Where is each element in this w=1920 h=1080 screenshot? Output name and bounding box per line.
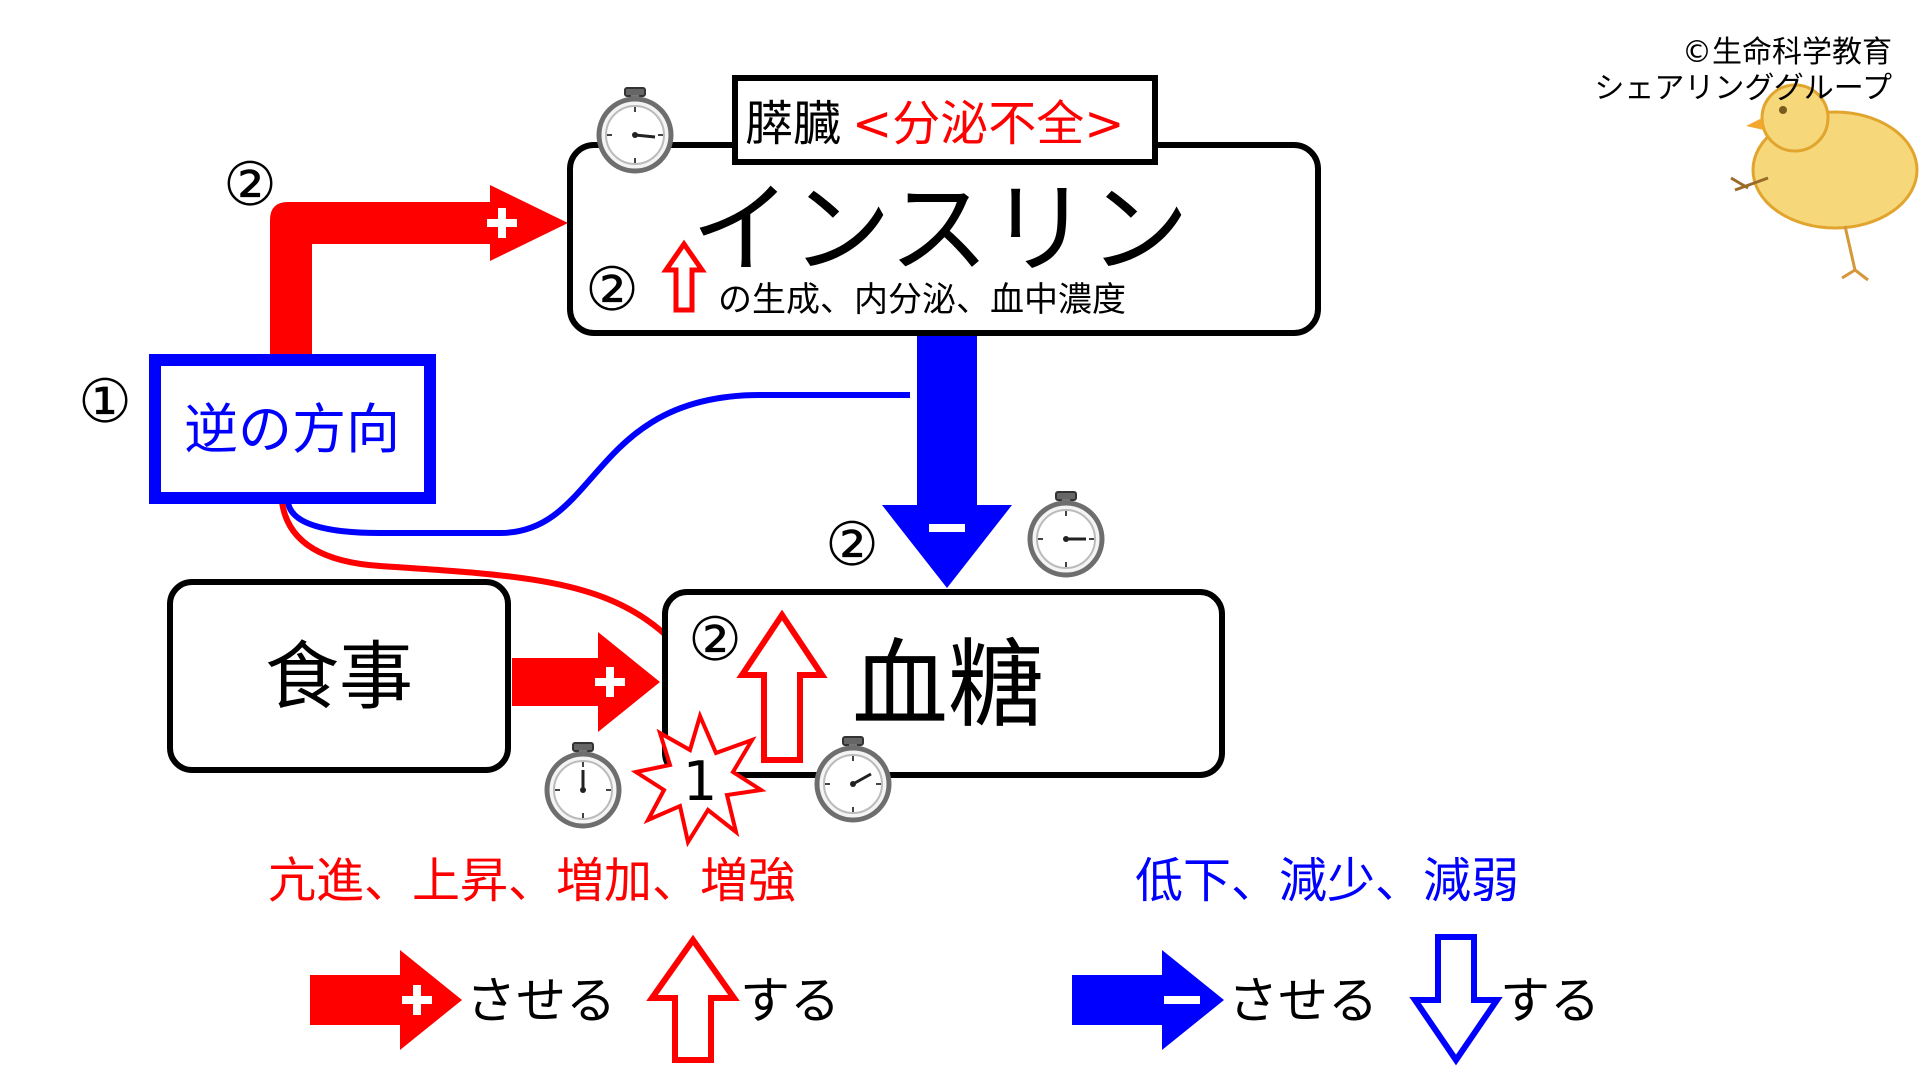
positive-arrow-meal-to-glucose (512, 632, 660, 732)
plus-icon (487, 208, 517, 238)
minus-icon (1164, 996, 1200, 1004)
reverse-direction-box (149, 354, 436, 504)
reverse-box-marker: ① (78, 367, 132, 437)
reverse-box-label: 逆の方向 (184, 398, 400, 461)
legend-decrease-arrow-icon (1409, 934, 1503, 1066)
red-effect-words: 亢進、上昇、増加、増強 (268, 853, 796, 909)
blue-feedback-curve (285, 392, 910, 536)
glucose-marker: ② (688, 605, 742, 675)
insulin-title: インスリン (691, 171, 1189, 288)
stopwatch-icon (599, 88, 671, 171)
chick-illustration (1730, 83, 1919, 282)
stopwatch-icon (1030, 492, 1102, 575)
explosion-icon (630, 710, 767, 848)
small-increase-arrow-icon (661, 239, 707, 313)
minus-icon (929, 524, 965, 532)
legend-blue-down-text: する (1500, 972, 1600, 1030)
pancreas-organ-label: 膵臓 (745, 96, 841, 152)
legend-blue-arrow-text: させる (1228, 972, 1378, 1030)
positive-arrow-to-insulin (270, 185, 568, 357)
insulin-marker: ② (585, 255, 639, 325)
insulin-subtitle: の生成、内分泌、血中濃度 (718, 280, 1126, 320)
meal-box (167, 579, 511, 773)
legend-increase-arrow-icon (646, 934, 740, 1063)
legend-red-arrow-text: させる (466, 972, 616, 1030)
stopwatch-icon (547, 743, 619, 826)
plus-icon (595, 667, 625, 697)
negative-arrow-marker: ② (825, 510, 879, 580)
negative-arrow-to-glucose (882, 336, 1012, 588)
meal-label: 食事 (265, 634, 413, 720)
copyright-line-1: ©生命科学教育 (1682, 35, 1892, 70)
glucose-box (662, 589, 1225, 778)
pancreas-condition-label: <分泌不全> (852, 96, 1124, 152)
pancreas-label-box (732, 75, 1158, 165)
blue-effect-words: 低下、減少、減弱 (1135, 853, 1519, 909)
legend-negative-arrow-icon (1072, 950, 1224, 1050)
legend-positive-arrow-icon (310, 950, 462, 1050)
stopwatch-icon (817, 737, 889, 820)
copyright-line-2: シェアリンググループ (1594, 71, 1892, 106)
increase-arrow-icon (736, 609, 828, 763)
legend-red-up-text: する (740, 972, 840, 1030)
burst-number: 1 (683, 750, 717, 813)
positive-arrow-marker: ② (223, 150, 277, 220)
plus-icon (402, 985, 432, 1015)
glucose-label: 血糖 (852, 629, 1044, 741)
